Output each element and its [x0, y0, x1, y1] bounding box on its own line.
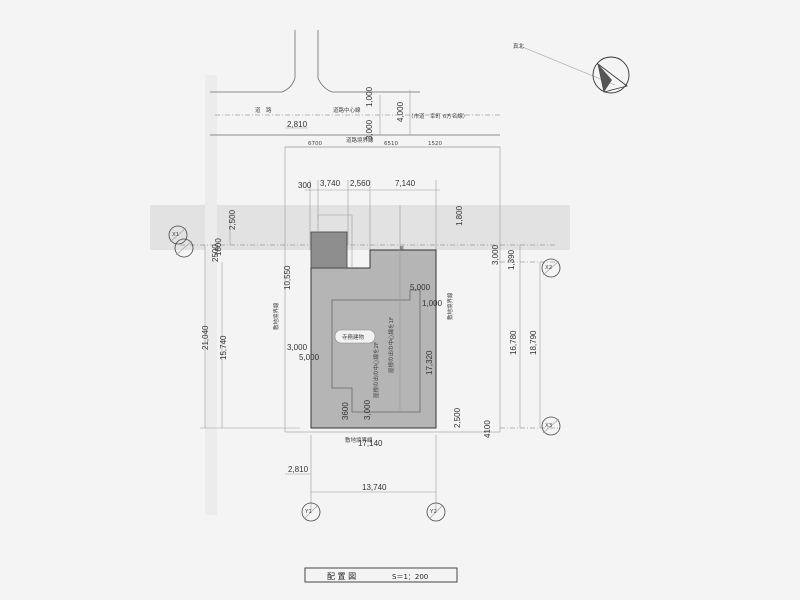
dim-10550: 10,550 — [283, 265, 292, 290]
setback-note-1: 屋根の出の中心線を1F — [387, 317, 395, 373]
boundary-left-label: 敷地境界線 — [272, 302, 280, 330]
grid-bubble-right-bottom: X3 — [541, 416, 561, 436]
bottom-dimensions: 17,140 2,810 13,740 — [285, 435, 437, 510]
dim-inner-3000b: 3,000 — [363, 399, 372, 420]
dim-3740: 3,740 — [320, 179, 341, 188]
grid-bubble-right: X2 — [541, 258, 561, 278]
dim-road-3000: 3,000 — [365, 119, 374, 140]
dim-16780: 16,780 — [509, 330, 518, 355]
dim-right-1390: 1,390 — [507, 249, 516, 270]
dim-bottom-2810: 2,810 — [288, 465, 309, 474]
road-boundary-label: 道路境界線 — [346, 136, 374, 144]
dim-road-4000: 4,000 — [396, 101, 405, 122]
dim-right-2500: 2,500 — [453, 407, 462, 428]
dim-left-1800: 1800 — [214, 238, 223, 256]
dim-18790: 18,790 — [529, 330, 538, 355]
dim-21040: 21,040 — [201, 325, 210, 350]
dim-inner-3600: 3600 — [341, 402, 350, 420]
svg-text:Y1: Y1 — [304, 509, 312, 515]
boundary-bottom-label: 敷地境界線 — [345, 436, 373, 444]
road-label: 道 路 — [255, 106, 272, 114]
title-block: 配 置 図 S＝1：200 — [304, 567, 458, 583]
north-arrow-circle — [592, 56, 630, 94]
svg-text:Y2: Y2 — [429, 509, 437, 515]
dim-right-1800: 1,800 — [455, 205, 464, 226]
dim-inner-1000: 1,000 — [422, 299, 443, 308]
svg-text:X2: X2 — [545, 265, 552, 271]
grid-bubble-left-2 — [174, 238, 194, 258]
dim-inner-3000: 3,000 — [287, 343, 308, 352]
right-dimensions: 3,000 1,390 16,780 18,790 2,500 1,800 41… — [453, 205, 541, 438]
dim-17140: 17,140 — [358, 439, 383, 448]
site-boundary — [284, 146, 501, 433]
building-footprint: 寺務建物 屋根の出の中心線を1F 屋根の出の中心線を2F Ⅲ 5,000 1,0… — [287, 205, 443, 429]
dim-offset-2810: 2,810 — [287, 120, 308, 129]
north-label: 真北 — [513, 42, 525, 50]
scan-edge — [205, 75, 217, 515]
svg-text:X3: X3 — [545, 423, 553, 429]
building-label-box — [334, 329, 376, 344]
north-arrow: 真北 — [513, 42, 630, 94]
boundary-right-label: 敷地境界線 — [446, 292, 454, 320]
drawing-title: 配 置 図 — [327, 572, 356, 581]
dim-13740: 13,740 — [362, 483, 387, 492]
drawing-scale: S＝1：200 — [392, 573, 428, 581]
top-dim-chain: 300 3,740 2,560 7,140 — [298, 179, 440, 250]
building-annex — [310, 231, 348, 269]
dim-inner-17320: 17,320 — [425, 350, 434, 375]
setback-note-2: 屋根の出の中心線を2F — [372, 342, 380, 398]
dim-inner-5000b: 5,000 — [299, 353, 320, 362]
dim-inner-5000a: 5,000 — [410, 283, 431, 292]
dim-left-2500: 2500 — [211, 244, 220, 262]
grid-bubble-bottom-left: Y1 — [301, 502, 321, 522]
dim-2560: 2,560 — [350, 179, 371, 188]
dim-7140: 7,140 — [395, 179, 416, 188]
dim-right-3000: 3,000 — [491, 244, 500, 265]
road-center-label: 道路中心線 — [333, 106, 361, 114]
grid-bubble-left: X1 — [168, 225, 188, 245]
svg-text:X1: X1 — [172, 232, 179, 238]
dim-6510: 6510 — [384, 141, 398, 147]
road-area: 道 路 道路中心線 （市道 幸町 6方名線） 道路境界線 1,000 4,000… — [210, 30, 500, 144]
grid-bubble-bottom-right: Y2 — [426, 502, 446, 522]
dim-right-4100: 4100 — [483, 420, 492, 438]
building-label: 寺務建物 — [342, 333, 365, 341]
dim-6700: 6700 — [308, 141, 322, 147]
small-mark: Ⅲ — [400, 246, 404, 252]
dim-1520: 1520 — [428, 141, 442, 147]
road-detail-label: （市道 幸町 6方名線） — [408, 112, 468, 120]
dim-300: 300 — [298, 181, 312, 190]
dim-2500: 2,500 — [228, 209, 237, 230]
left-dimensions: 21,040 15,740 2500 1800 2,500 10,550 — [200, 209, 300, 429]
dim-15740: 15,740 — [219, 335, 228, 360]
dim-road-1000: 1,000 — [365, 86, 374, 107]
